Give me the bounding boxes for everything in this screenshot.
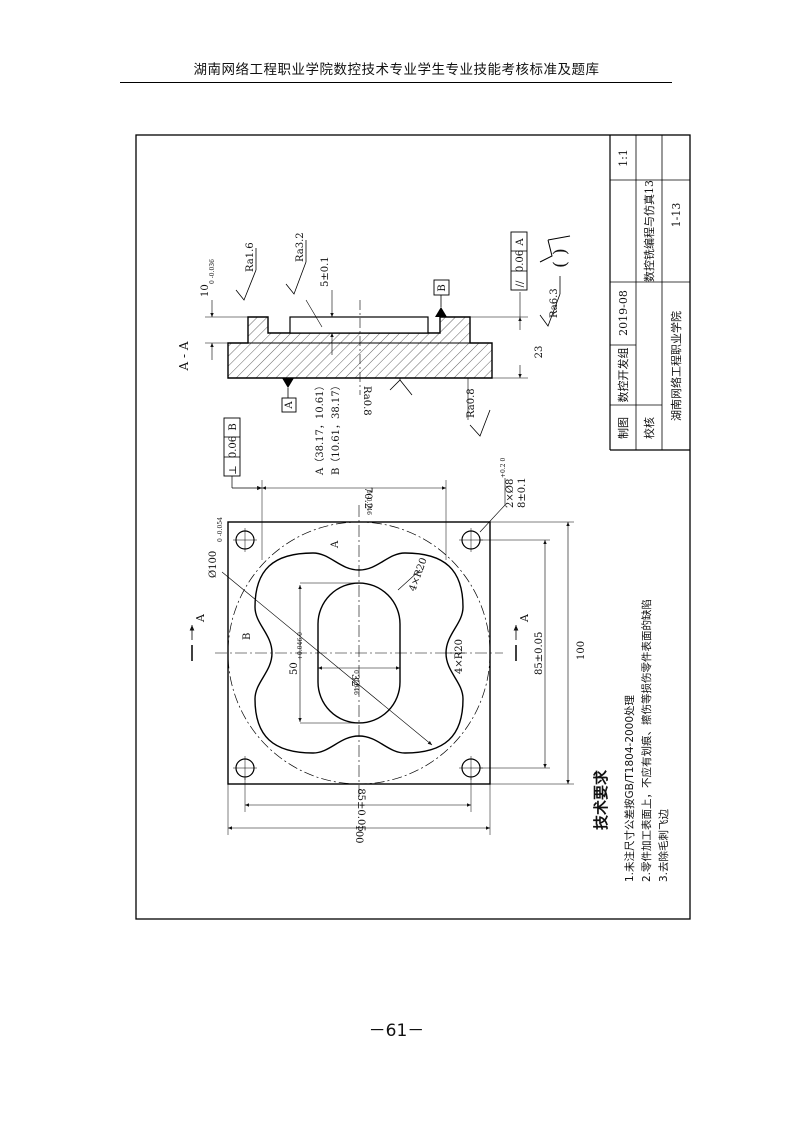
dim-50: 50 xyxy=(289,662,300,675)
dim-holes: 2×Ø8 xyxy=(505,479,516,508)
roughness-ra32: Ra3.2 xyxy=(285,232,323,328)
svg-text:⊥: ⊥ xyxy=(228,465,239,474)
dim-hole-depth: 8±0.1 xyxy=(517,477,528,508)
dim-100-vertical: 100 xyxy=(576,641,587,660)
dim-32: 32 xyxy=(349,674,360,687)
tb-drawing-no: 1-13 xyxy=(670,203,683,228)
roughness-ra08b: Ra0.8 xyxy=(466,378,491,437)
datum-b-label: B xyxy=(437,284,448,291)
tb-check-label: 校核 xyxy=(642,417,656,439)
svg-text:Ra6.3: Ra6.3 xyxy=(549,288,560,318)
dim-r20-a: 4×R20 xyxy=(407,556,429,593)
perpendicular-tolerance: ⊥ 0.06 B xyxy=(223,417,262,491)
roughness-ra63: Ra6.3 xyxy=(539,276,561,327)
tb-scale: 1:1 xyxy=(617,149,630,167)
dim-100-horizontal: 100 xyxy=(353,824,364,843)
tb-drawing-name: 数控铣编程与仿真13 xyxy=(642,180,656,282)
svg-text:Ra0.8: Ra0.8 xyxy=(361,386,372,416)
tb-date: 2019-08 xyxy=(617,290,630,336)
svg-text://: // xyxy=(515,280,526,287)
title-block: 1:1 数控铣编程与仿真13 1-13 2019-08 数控开发组 制图 校核 … xyxy=(609,135,690,451)
datum-a-label: A xyxy=(284,401,295,410)
dim-depth10: 10 xyxy=(200,284,211,297)
tech-item-3: 3.去除毛刺飞边 xyxy=(657,808,670,882)
page-header: 湖南网络工程职业学院数控技术专业学生专业技能考核标准及题库 xyxy=(193,62,600,78)
parallel-tolerance: // 0.06 A xyxy=(510,231,528,291)
dim-50-tol: +0.046 0 xyxy=(297,632,304,660)
point-a-coords: A（38.17，10.61） xyxy=(314,381,326,476)
svg-text:Ra0.8: Ra0.8 xyxy=(466,388,477,418)
dim-dia100: Ø100 xyxy=(208,551,219,578)
dim-dia100-tol: 0 -0.054 xyxy=(217,517,224,542)
dim-depth10-tol: 0 -0.036 xyxy=(209,259,216,284)
dim-depth5: 5±0.1 xyxy=(320,256,331,287)
tb-drawn-label: 制图 xyxy=(617,417,630,439)
dim-32-tol: 0 -0.046 xyxy=(352,670,359,695)
parallel-datum: A xyxy=(515,238,526,247)
tb-school: 湖南网络工程职业学院 xyxy=(669,311,683,421)
section-view: A - A A B 10 0 -0.036 5±0.1 23 xyxy=(177,231,571,437)
header-rule xyxy=(120,82,672,83)
svg-text:Ra3.2: Ra3.2 xyxy=(295,232,306,262)
roughness-ra16: Ra1.6 xyxy=(235,242,257,301)
section-mark-right: A xyxy=(518,613,531,623)
tech-title: 技术要求 xyxy=(592,769,610,830)
dim-height23: 23 xyxy=(534,346,545,359)
sheet-border xyxy=(135,134,691,920)
point-b-coords: B（10.61，38.17） xyxy=(330,380,342,475)
dim-70: 70.2 xyxy=(362,487,373,509)
tb-drawn-by: 数控开发组 xyxy=(616,348,630,403)
tech-item-2: 2.零件加工表面上，不应有划痕、擦伤等损伤零件表面的缺陷 xyxy=(640,599,653,882)
inner-pocket xyxy=(317,582,401,724)
point-a-label: A xyxy=(330,540,341,549)
point-b-label: B xyxy=(242,633,253,640)
clover-profile xyxy=(254,552,464,754)
dim-70-tol: 0 -0.046 xyxy=(365,490,372,515)
svg-text:Ra1.6: Ra1.6 xyxy=(245,242,256,272)
page-number: －61－ xyxy=(368,1021,425,1041)
roughness-ra08a: Ra0.8 xyxy=(361,378,413,416)
section-title: A - A xyxy=(177,341,191,371)
tech-item-1: 1.未注尺寸公差按GB/T1804-2000处理 xyxy=(623,694,636,882)
dim-holes-tol: +0.2 0 xyxy=(500,458,507,478)
technical-requirements: 技术要求 1.未注尺寸公差按GB/T1804-2000处理 2.零件加工表面上，… xyxy=(592,599,670,882)
dim-85-horizontal: 85±0.05 xyxy=(355,788,366,831)
perp-datum: B xyxy=(228,423,239,430)
plan-view: A A A B A（38.17，10.61） B（10.61，38.17） ⊥ … xyxy=(189,380,587,844)
dim-r20-b: 4×R20 xyxy=(454,639,465,674)
dim-85-vertical: 85±0.05 xyxy=(534,632,545,675)
perp-value: 0.06 xyxy=(228,436,239,458)
general-roughness-paren: ( ) xyxy=(550,248,571,268)
section-mark-left: A xyxy=(194,613,207,623)
parallel-value: 0.06 xyxy=(515,250,526,272)
